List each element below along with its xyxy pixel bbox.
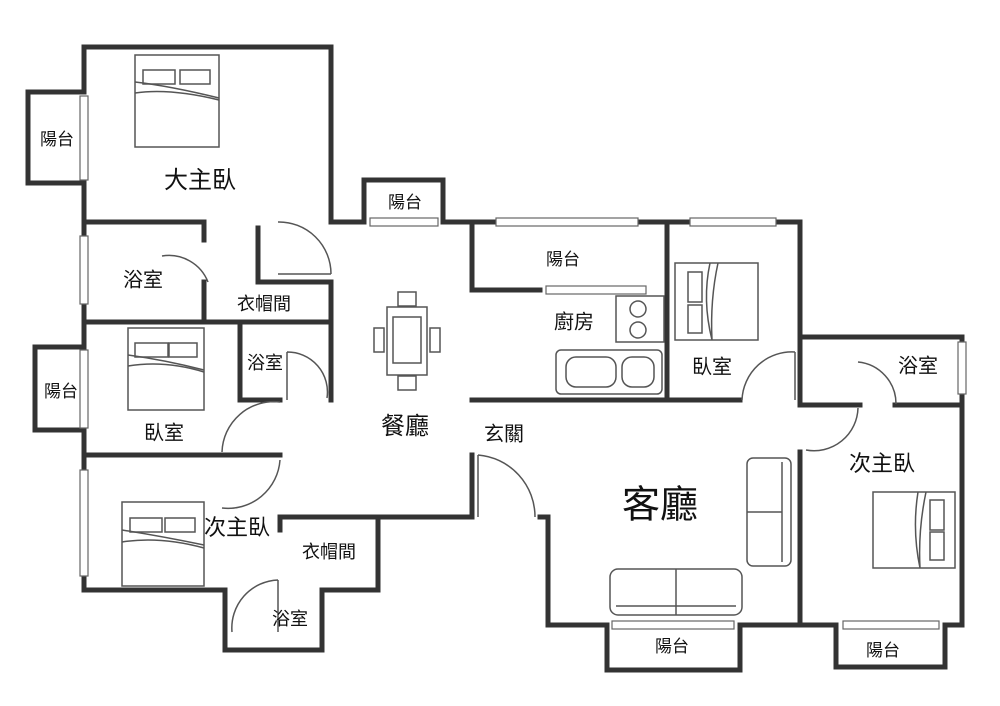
bed-master: [134, 54, 220, 148]
sink: [555, 349, 663, 395]
label-living-room: 客廳: [622, 483, 698, 527]
sofa-side: [746, 457, 792, 567]
label-kitchen: 廚房: [554, 310, 594, 334]
label-master-balcony: 陽台: [40, 130, 74, 150]
label-master-bedroom: 大主臥: [164, 166, 236, 194]
bed-right: [674, 262, 759, 341]
label-right-balcony: 陽台: [866, 641, 900, 661]
room-labels: 大主臥 陽台 浴室 衣帽間 陽台 陽台 廚房 臥室 餐廳 玄關 臥室 陽台 浴室…: [40, 130, 938, 661]
label-kitchen-balcony: 陽台: [546, 250, 580, 270]
dining-table: [373, 291, 441, 391]
label-lower-bath: 浴室: [272, 609, 308, 630]
walls: [25, 44, 965, 673]
label-right-bath: 浴室: [898, 354, 938, 378]
label-bedroom-right: 臥室: [692, 355, 732, 379]
label-dining: 餐廳: [381, 412, 429, 440]
stove: [615, 295, 665, 343]
bed-left: [127, 327, 205, 411]
bed-lower: [121, 501, 205, 587]
label-master-closet: 衣帽間: [237, 294, 291, 315]
label-bedroom-left: 臥室: [144, 421, 184, 445]
windows: [79, 95, 967, 630]
doors: [161, 221, 897, 633]
label-second-master-right: 次主臥: [849, 452, 915, 477]
label-bedroom-left-balcony: 陽台: [44, 382, 78, 402]
label-lower-closet: 衣帽間: [302, 542, 356, 563]
label-second-master-left: 次主臥: [204, 516, 270, 541]
bed-second-master: [872, 491, 956, 569]
sofa-main: [609, 568, 743, 616]
label-small-bath: 浴室: [247, 353, 283, 374]
label-master-bath: 浴室: [123, 268, 163, 292]
label-top-balcony: 陽台: [388, 193, 422, 213]
label-entrance: 玄關: [484, 422, 524, 446]
furniture: [121, 54, 956, 616]
label-living-balcony: 陽台: [655, 637, 689, 657]
